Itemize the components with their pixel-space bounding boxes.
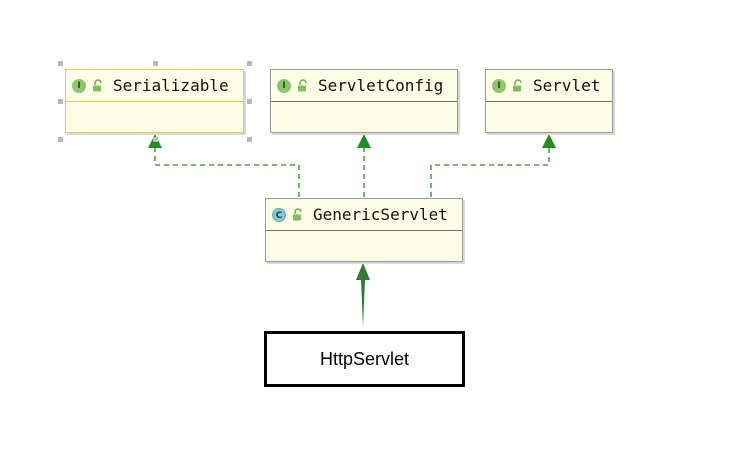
resize-handle-e[interactable] (247, 99, 252, 104)
unlock-icon (93, 78, 102, 91)
node-httpservlet-label: HttpServlet (319, 348, 410, 369)
node-genericservlet-header: C GenericServlet (266, 199, 462, 231)
resize-handle-ne[interactable] (247, 61, 252, 66)
node-serializable[interactable]: I Serializable (65, 69, 244, 133)
node-servlet[interactable]: I Servlet (485, 69, 613, 133)
resize-handle-sw[interactable] (58, 137, 63, 142)
unlock-icon (513, 78, 522, 91)
edge-genericservlet-serializable (154, 148, 300, 197)
arrowhead-servletconfig (357, 134, 371, 148)
interface-badge-icon: I (72, 78, 86, 93)
node-servlet-label: Servlet (533, 76, 601, 95)
node-serializable-header: I Serializable (66, 70, 243, 102)
interface-badge-icon: I (492, 78, 506, 93)
class-badge-icon: C (272, 207, 286, 222)
node-serializable-label: Serializable (113, 76, 229, 95)
resize-handle-s[interactable] (153, 137, 158, 142)
edge-genericservlet-servlet (430, 148, 550, 197)
unlock-icon (293, 207, 302, 220)
node-httpservlet[interactable]: HttpServlet (264, 331, 465, 387)
edge-httpservlet-genericservlet (356, 263, 370, 327)
node-servletconfig-header: I ServletConfig (271, 70, 457, 102)
resize-handle-nw[interactable] (58, 61, 63, 66)
node-genericservlet-label: GenericServlet (313, 205, 448, 224)
node-servlet-header: I Servlet (486, 70, 612, 102)
resize-handle-n[interactable] (153, 61, 158, 66)
unlock-icon (298, 78, 307, 91)
node-genericservlet[interactable]: C GenericServlet (265, 198, 463, 262)
node-servletconfig-label: ServletConfig (318, 76, 444, 95)
resize-handle-se[interactable] (247, 137, 252, 142)
interface-badge-icon: I (277, 78, 291, 93)
resize-handle-w[interactable] (58, 99, 63, 104)
node-servletconfig[interactable]: I ServletConfig (270, 69, 458, 133)
arrowhead-servlet (542, 134, 556, 148)
